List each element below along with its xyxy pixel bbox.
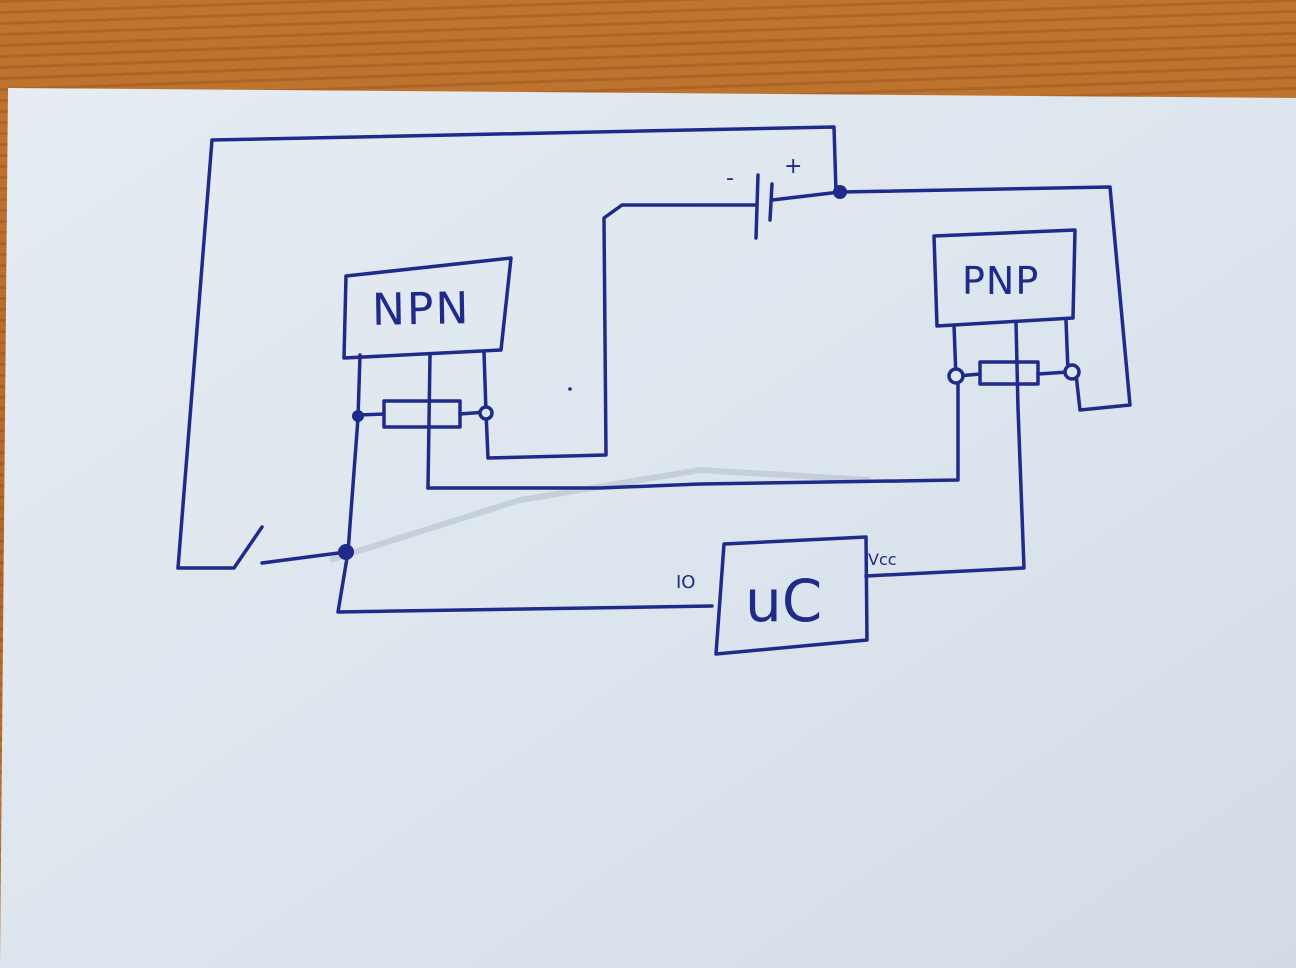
paper-sheet (0, 88, 1296, 968)
pnp-box (932, 228, 1077, 328)
battery-plus-label: + (784, 154, 803, 179)
uc-box (714, 535, 869, 656)
pnp-resistor-lead-right (1036, 370, 1070, 376)
wire-npn-to-node (336, 416, 714, 614)
battery-negative-plate (754, 173, 760, 240)
switch-left-lead (176, 525, 264, 570)
pnp-label: PNP (962, 259, 1040, 303)
uc-io-pin-label: IO (676, 572, 696, 593)
uc-vcc-pin-label: Vcc (868, 550, 897, 569)
uc-label: uC (745, 567, 823, 635)
battery-positive-plate (768, 182, 774, 222)
npn-box (342, 256, 513, 360)
wire-npn-to-pnp (426, 376, 960, 490)
wire-pnp-to-vcc (864, 406, 1026, 578)
terminal-npn-right (478, 405, 494, 421)
terminal-pnp-left (947, 367, 965, 385)
npn-label: NPN (371, 283, 471, 336)
npn-leg-left (356, 353, 362, 420)
wire-top-loop (176, 125, 838, 570)
wire-battery-positive (770, 185, 1132, 412)
node-battery-positive (833, 185, 847, 199)
npn-leg-middle (426, 353, 432, 490)
pnp-leg-middle (1014, 320, 1020, 410)
pnp-leg-right (1064, 318, 1070, 374)
switch-right-lead (260, 550, 348, 565)
terminal-pnp-right (1063, 363, 1081, 381)
paper-fold (329, 466, 871, 563)
wire-battery-negative (484, 203, 758, 460)
dot-paper-mark (568, 387, 572, 391)
npn-leg-right (482, 350, 488, 414)
node-switch-junction (338, 544, 354, 560)
battery-minus-label: - (726, 166, 734, 191)
node-npn-left (352, 410, 364, 422)
